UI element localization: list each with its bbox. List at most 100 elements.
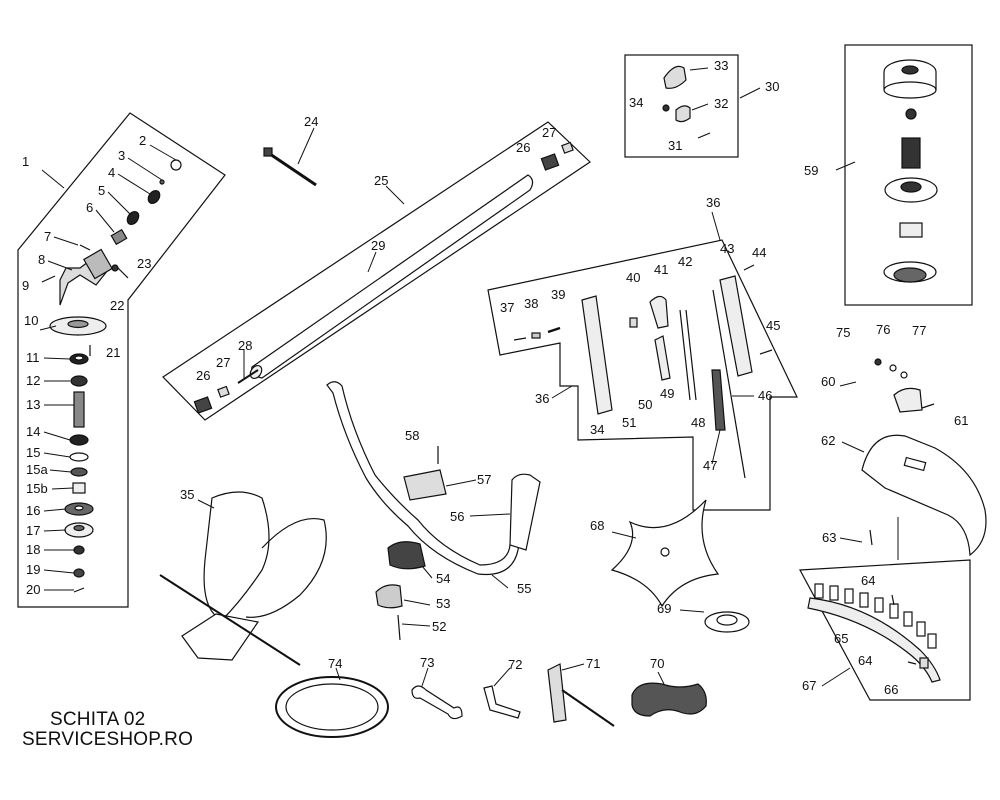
callout-69: 69	[657, 601, 671, 616]
cable-tie-strap	[266, 150, 317, 187]
tools	[275, 663, 707, 738]
throttle-lever-parts	[662, 65, 711, 139]
shaft-tube-assembly	[193, 141, 574, 414]
leader-25	[385, 185, 405, 205]
leader-3	[127, 157, 163, 181]
callout-74: 74	[328, 656, 342, 671]
cable-46	[712, 289, 746, 479]
callout-66: 66	[884, 682, 898, 697]
callout-28: 28	[238, 338, 252, 353]
callout-64-lower: 64	[858, 653, 872, 668]
callout-64-upper: 64	[861, 573, 875, 588]
callout-53: 53	[436, 596, 450, 611]
leader-17	[43, 529, 67, 532]
callout-68: 68	[590, 518, 604, 533]
drive-shaft-28	[237, 369, 259, 384]
cutter-tooth	[916, 621, 926, 637]
guard-blade-panel-outline	[799, 559, 971, 701]
callout-46: 46	[758, 388, 772, 403]
callout-22: 22	[110, 298, 124, 313]
leader-60	[839, 381, 857, 387]
leader-32	[691, 103, 709, 111]
callout-34-upper: 34	[629, 95, 643, 110]
callout-77: 77	[912, 323, 926, 338]
leader-19	[43, 569, 75, 574]
leader-24	[297, 127, 315, 165]
callout-71: 71	[586, 656, 600, 671]
callout-35: 35	[180, 487, 194, 502]
washer-15a	[70, 467, 88, 477]
callout-11: 11	[26, 350, 40, 365]
callout-50: 50	[638, 397, 652, 412]
leader-4	[117, 173, 151, 195]
callout-67: 67	[802, 678, 816, 693]
callout-13: 13	[26, 397, 40, 412]
leader-2	[149, 144, 177, 161]
trimmer-head-panel-outline	[844, 44, 973, 306]
screw-64-upper	[891, 594, 895, 606]
callout-23: 23	[137, 256, 151, 271]
nut-19	[73, 568, 85, 578]
callout-75: 75	[836, 325, 850, 340]
harness-loop-right	[245, 518, 327, 618]
callout-26-lower: 26	[196, 368, 210, 383]
callout-76: 76	[876, 322, 890, 337]
gearbox-panel-outline	[17, 112, 226, 608]
callout-42: 42	[678, 254, 692, 269]
callout-2: 2	[139, 133, 146, 148]
shaft-tube-panel-outline	[162, 121, 591, 421]
handle-half-43	[719, 275, 753, 377]
guard-parts	[807, 358, 987, 683]
bike-handle-assembly	[326, 381, 541, 641]
leader-30	[739, 87, 761, 99]
leader-69	[679, 609, 705, 613]
callout-48: 48	[691, 415, 705, 430]
callout-12: 12	[26, 373, 40, 388]
callout-27-lower: 27	[216, 355, 230, 370]
circlip-2	[170, 159, 182, 171]
callout-15a: 15a	[26, 462, 48, 477]
cutter-teeth	[814, 583, 937, 649]
leader-15b	[51, 487, 74, 490]
sleeve-15b	[72, 482, 86, 494]
callout-45: 45	[766, 318, 780, 333]
cutter-66	[919, 657, 929, 669]
throttle-handle-parts	[513, 264, 773, 479]
spanner-73	[411, 685, 463, 720]
wire-48	[679, 309, 691, 401]
callout-56: 56	[450, 509, 464, 524]
leader-15a	[49, 469, 72, 473]
callout-51: 51	[622, 415, 636, 430]
gearbox-assembly	[41, 159, 182, 593]
bearing-14	[69, 434, 89, 446]
callout-58: 58	[405, 428, 419, 443]
blade-holder-65	[807, 597, 941, 683]
callout-30: 30	[765, 79, 779, 94]
callout-40: 40	[626, 270, 640, 285]
callout-17: 17	[26, 523, 40, 538]
callout-14: 14	[26, 424, 40, 439]
callout-10: 10	[24, 313, 38, 328]
callout-16: 16	[26, 503, 40, 518]
leader-74	[335, 667, 341, 681]
cable-tie-head	[263, 147, 273, 157]
callout-63: 63	[822, 530, 836, 545]
callout-15b: 15b	[26, 481, 48, 496]
leader-67	[821, 667, 851, 687]
leader-10	[39, 325, 57, 331]
harness-pad	[181, 613, 260, 661]
clamp-54	[387, 541, 426, 570]
screw-31	[697, 132, 711, 139]
leader-29	[367, 251, 377, 273]
callout-4: 4	[108, 165, 115, 180]
t-wrench-bar	[561, 689, 615, 727]
harness-loop-left	[203, 491, 270, 621]
callout-37: 37	[500, 300, 514, 315]
leader-11	[43, 357, 71, 360]
callout-24: 24	[304, 114, 318, 129]
callout-54: 54	[436, 571, 450, 586]
clamp-57	[403, 469, 447, 501]
callout-20: 20	[26, 582, 40, 597]
cover-18	[73, 545, 85, 555]
leader-57	[445, 479, 477, 487]
